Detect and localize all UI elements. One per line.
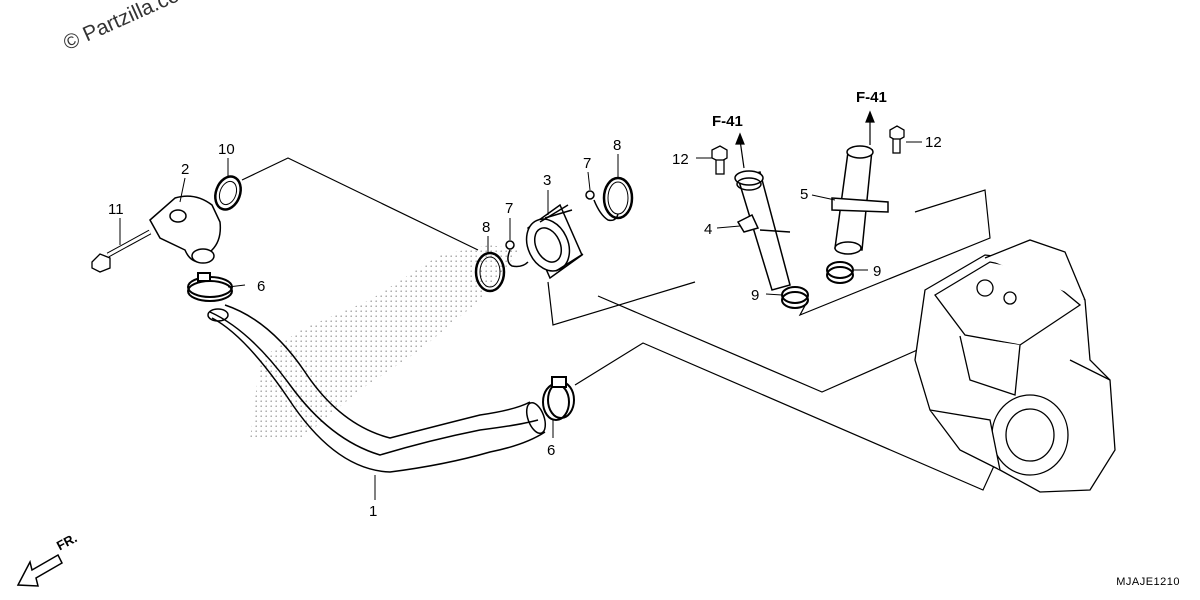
- diagram-code: MJAJE1210: [1116, 576, 1180, 588]
- callout-6-lower[interactable]: 6: [547, 442, 555, 459]
- callout-2[interactable]: 2: [181, 161, 189, 178]
- engine: [914, 239, 1116, 493]
- callout-7-left[interactable]: 7: [505, 200, 513, 217]
- ring-8-right[interactable]: [602, 176, 634, 220]
- callout-10[interactable]: 10: [218, 141, 235, 158]
- callout-9-left[interactable]: 9: [751, 287, 759, 304]
- sleeve-3[interactable]: [518, 203, 584, 280]
- section-ref-left[interactable]: F-41: [712, 113, 743, 130]
- callout-5[interactable]: 5: [800, 186, 808, 203]
- callout-12-right[interactable]: 12: [925, 134, 942, 151]
- callouts: 1 2 3 4 5 6 6 7 7 8 8 9 9 10 11 12 12: [108, 134, 942, 520]
- clamp-6-lower[interactable]: [542, 376, 575, 421]
- callout-7-right[interactable]: 7: [583, 155, 591, 172]
- arrow-ref-right: [865, 110, 875, 145]
- ring-8-left[interactable]: [474, 251, 506, 293]
- bolt-11[interactable]: [91, 229, 152, 273]
- clamp-6-upper[interactable]: [187, 272, 233, 302]
- section-ref-right[interactable]: F-41: [856, 89, 887, 106]
- joint-2[interactable]: [149, 195, 222, 264]
- callout-4[interactable]: 4: [704, 221, 712, 238]
- shaded-area: [250, 245, 520, 440]
- callout-6-upper[interactable]: 6: [257, 278, 265, 295]
- callout-3[interactable]: 3: [543, 172, 551, 189]
- hose-1[interactable]: [207, 304, 549, 473]
- arrow-ref-left: [735, 132, 745, 169]
- clip-7-left[interactable]: [505, 240, 529, 268]
- callout-9-right[interactable]: 9: [873, 263, 881, 280]
- pipe-4[interactable]: [734, 170, 791, 291]
- leader-lines: [119, 141, 922, 500]
- bolt-12-right[interactable]: [889, 125, 905, 154]
- bolt-12-left[interactable]: [711, 145, 728, 175]
- seal-9-left[interactable]: [781, 286, 809, 309]
- callout-8-left[interactable]: 8: [482, 219, 490, 236]
- callout-8-right[interactable]: 8: [613, 137, 621, 154]
- seal-9-right[interactable]: [826, 261, 854, 284]
- callout-11[interactable]: 11: [108, 201, 124, 218]
- callout-1[interactable]: 1: [369, 503, 377, 520]
- callout-12-left[interactable]: 12: [672, 151, 689, 168]
- pipe-5[interactable]: [831, 145, 889, 255]
- front-arrow-icon: [16, 553, 63, 587]
- o-ring-10[interactable]: [211, 173, 245, 213]
